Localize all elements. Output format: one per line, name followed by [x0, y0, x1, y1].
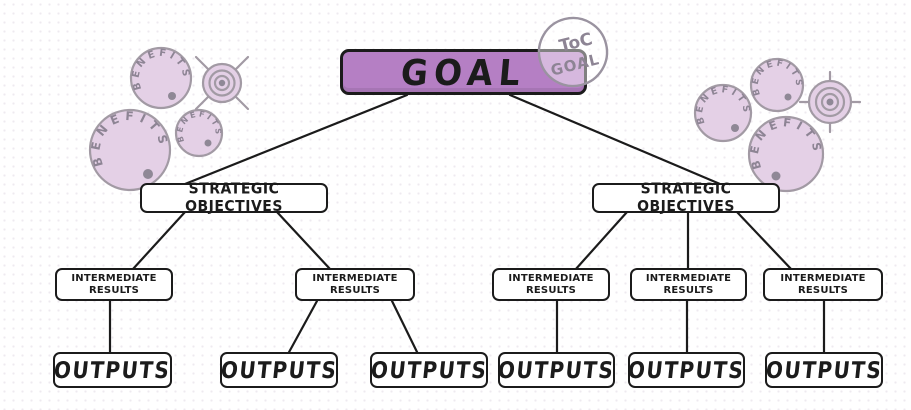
outputs-node-6: OUTPUTS — [764, 352, 884, 388]
strategic-objectives-node-left: STRATEGIC OBJECTIVES — [140, 180, 328, 216]
connector-line — [508, 93, 722, 186]
bullseye-target-icon — [194, 55, 250, 111]
connector-line — [390, 299, 420, 356]
intermediate-results-label: INTERMEDIATE — [508, 273, 594, 284]
benefits-circle-icon: BENEFITS — [693, 83, 753, 143]
benefits-circle-icon: BENEFITS — [129, 46, 193, 110]
intermediate-results-label: INTERMEDIATE — [780, 273, 866, 284]
intermediate-results-label: INTERMEDIATE — [645, 273, 732, 284]
intermediate-results-label: RESULTS — [330, 284, 380, 296]
benefits-circle-icon: BENEFITS — [174, 108, 224, 158]
intermediate-results-label: INTERMEDIATE — [312, 273, 398, 284]
connector-line — [735, 210, 794, 272]
outputs-label: OUTPUTS — [764, 356, 884, 384]
connector-line — [131, 210, 187, 271]
strategic-objectives-label: STRATEGIC OBJECTIVES — [637, 180, 735, 216]
connector-line — [573, 210, 629, 272]
intermediate-results-node-5: INTERMEDIATE RESULTS — [763, 268, 883, 301]
connector-line — [183, 93, 409, 186]
intermediate-results-label: RESULTS — [526, 284, 576, 296]
outputs-label: OUTPUTS — [496, 356, 617, 384]
outputs-node-3: OUTPUTS — [369, 352, 489, 388]
intermediate-results-node-2: INTERMEDIATE RESULTS — [295, 268, 415, 301]
benefits-circle-icon: BENEFITS — [749, 57, 805, 113]
outputs-node-2: OUTPUTS — [219, 352, 339, 388]
intermediate-results-node-4: INTERMEDIATE RESULTS — [630, 268, 747, 301]
intermediate-results-node-3: INTERMEDIATE RESULTS — [492, 268, 610, 301]
benefits-circle-icon: BENEFITS — [747, 115, 825, 193]
outputs-label: OUTPUTS — [219, 356, 339, 384]
outputs-label: OUTPUTS — [626, 356, 747, 384]
outputs-node-5: OUTPUTS — [626, 352, 747, 388]
intermediate-results-label: RESULTS — [798, 284, 848, 296]
outputs-label: OUTPUTS — [369, 356, 489, 384]
goal-node: GOAL — [340, 49, 587, 95]
intermediate-results-label: RESULTS — [663, 284, 714, 296]
connector-line — [286, 299, 319, 356]
intermediate-results-node-1: INTERMEDIATE RESULTS — [55, 268, 173, 301]
bullseye-target-icon — [798, 70, 862, 134]
goal-label: GOAL — [399, 50, 528, 94]
outputs-node-4: OUTPUTS — [496, 352, 617, 388]
strategic-objectives-node-right: STRATEGIC OBJECTIVES — [592, 180, 780, 216]
intermediate-results-label: INTERMEDIATE — [71, 273, 157, 284]
outputs-label: OUTPUTS — [52, 356, 173, 384]
strategic-objectives-label: STRATEGIC OBJECTIVES — [185, 180, 283, 216]
outputs-node-1: OUTPUTS — [53, 352, 172, 388]
intermediate-results-label: RESULTS — [89, 284, 139, 296]
benefits-circle-icon: BENEFITS — [88, 109, 172, 192]
connector-line — [275, 210, 332, 271]
